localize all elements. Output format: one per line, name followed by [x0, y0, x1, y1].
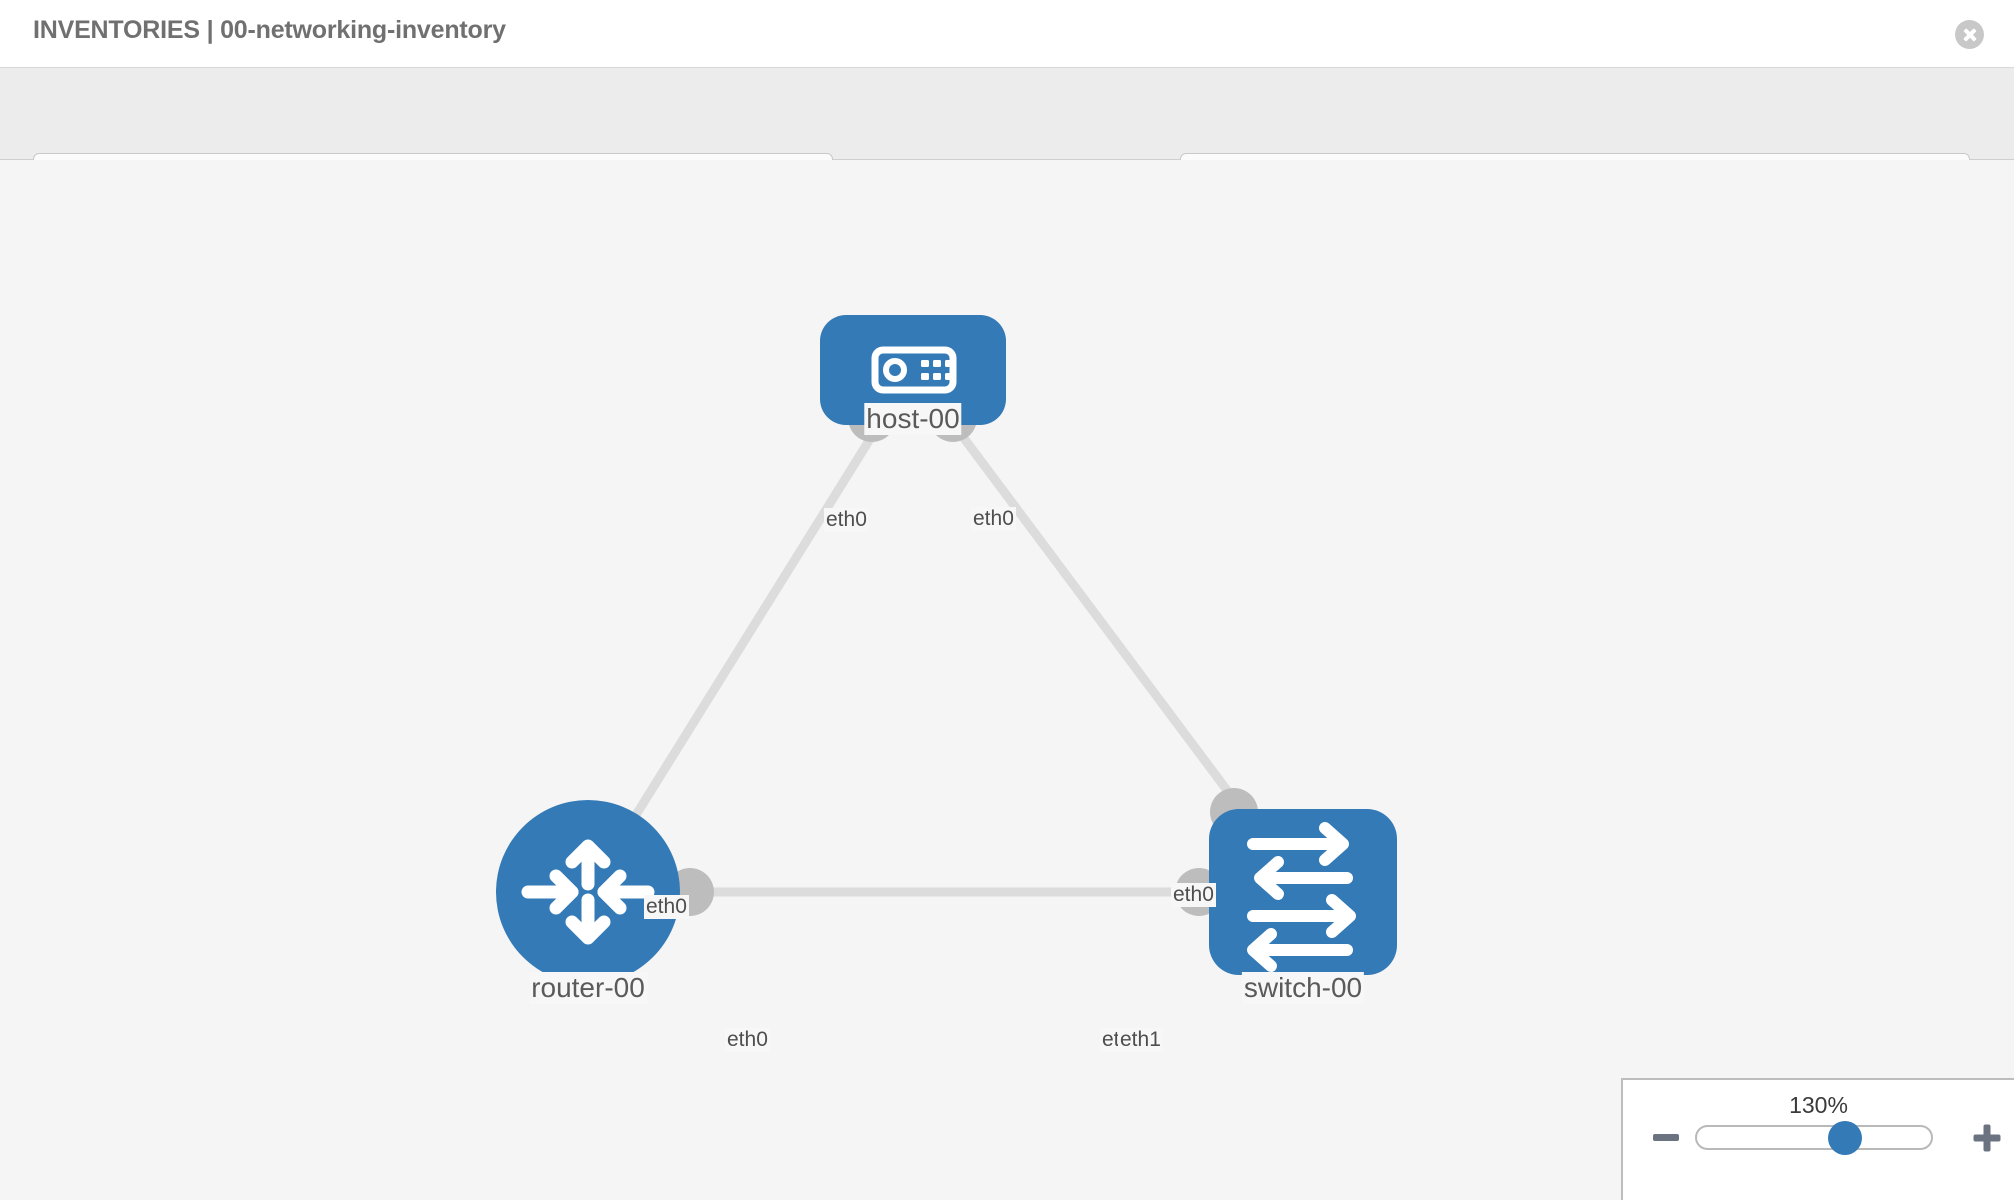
zoom-slider-track[interactable] — [1695, 1120, 1933, 1155]
router-icon — [521, 839, 655, 945]
zoom-control-panel: 130% — [1621, 1078, 2014, 1200]
title-bar: INVENTORIES | 00-networking-inventory — [0, 0, 2014, 68]
iface-label-router-right: eth0 — [725, 1028, 770, 1052]
node-label-switch: switch-00 — [1241, 972, 1365, 1004]
zoom-out-button[interactable] — [1653, 1134, 1679, 1141]
server-icon — [871, 346, 957, 394]
topology-edges — [584, 367, 1307, 897]
node-label-host: host-00 — [864, 403, 962, 435]
iface-label-switch-left: eth1 — [1118, 1028, 1163, 1052]
close-icon[interactable] — [1955, 20, 1984, 49]
topology-connectors — [666, 394, 1258, 916]
page-title: INVENTORIES | 00-networking-inventory — [33, 16, 506, 44]
edge-host-router — [584, 367, 917, 895]
iface-label-host-left: eth0 — [824, 508, 869, 532]
node-switch-00 — [1209, 809, 1397, 975]
node-host-00 — [820, 315, 1006, 425]
iface-label-host-right: eth0 — [971, 507, 1016, 531]
zoom-percent-label: 130% — [1789, 1092, 1848, 1118]
node-router-00 — [496, 800, 680, 984]
iface-label-switch-up: eth0 — [1171, 883, 1216, 907]
toolbar: ACTIONS SEARCH — [0, 68, 2014, 205]
switch-icon — [1247, 822, 1356, 972]
zoom-in-button[interactable] — [1973, 1124, 2000, 1151]
node-label-router: router-00 — [529, 972, 647, 1004]
topology-graph — [496, 315, 1397, 984]
zoom-slider-thumb[interactable] — [1827, 1120, 1862, 1155]
topology-canvas[interactable]: host-00 router-00 switch-00 eth0 eth0 et… — [0, 160, 2014, 1200]
iface-label-router-up: eth0 — [644, 895, 689, 919]
